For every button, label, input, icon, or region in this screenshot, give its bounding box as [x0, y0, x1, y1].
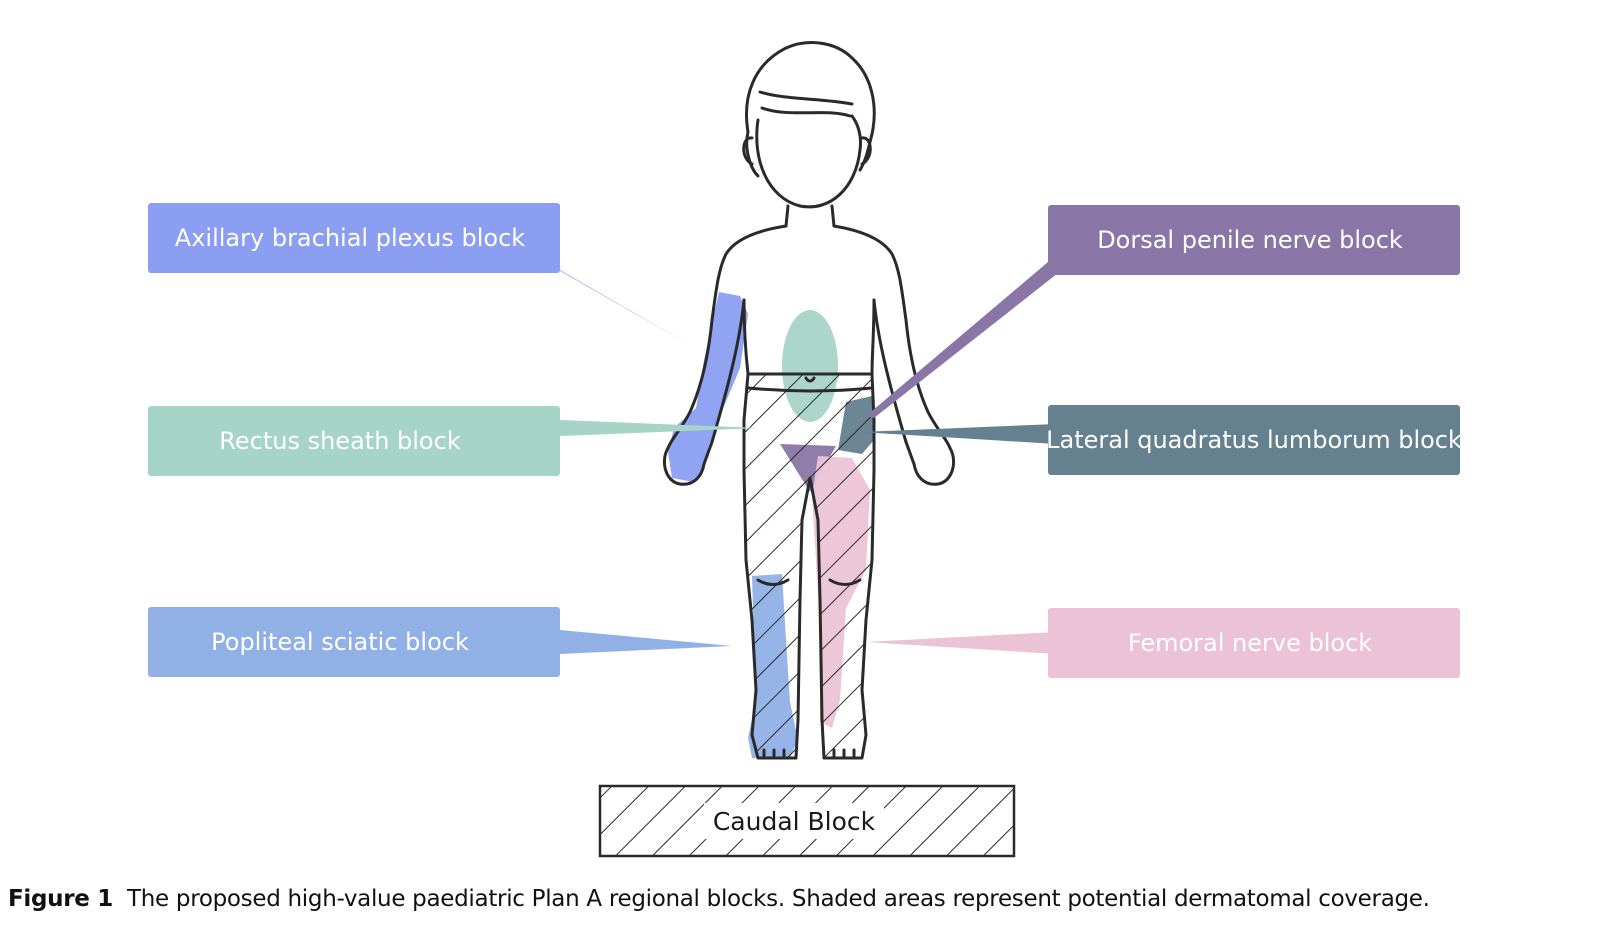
label-quadratus-text: Lateral quadratus lumborum block	[1046, 426, 1462, 454]
dorsal-pointer	[866, 262, 1072, 418]
label-rectus: Rectus sheath block	[148, 406, 560, 476]
figure-caption: Figure 1 The proposed high-value paediatr…	[8, 886, 1603, 912]
femoral-pointer	[866, 632, 1056, 654]
label-femoral: Femoral nerve block	[1048, 608, 1460, 678]
label-dorsal-penile: Dorsal penile nerve block	[1048, 205, 1460, 275]
label-popliteal: Popliteal sciatic block	[148, 607, 560, 677]
figure-label: Figure 1	[8, 886, 113, 912]
label-quadratus: Lateral quadratus lumborum block	[1046, 405, 1462, 475]
label-femoral-text: Femoral nerve block	[1128, 629, 1372, 657]
axillary-coverage	[668, 292, 748, 482]
caudal-coverage-hatch	[744, 374, 874, 758]
pointers	[536, 258, 1072, 654]
popliteal-pointer	[560, 630, 732, 654]
label-axillary-text: Axillary brachial plexus block	[175, 224, 525, 252]
label-popliteal-text: Popliteal sciatic block	[211, 628, 469, 656]
quadratus-pointer	[860, 424, 1056, 444]
caudal-block-box: Caudal Block	[598, 784, 1016, 858]
caudal-block-text: Caudal Block	[713, 807, 876, 836]
figure-caption-text: The proposed high-value paediatric Plan …	[127, 886, 1430, 912]
child-figure-icon	[663, 41, 955, 760]
label-rectus-text: Rectus sheath block	[219, 427, 461, 455]
label-axillary: Axillary brachial plexus block	[148, 203, 560, 273]
rectus-pointer	[560, 420, 760, 436]
label-dorsal-penile-text: Dorsal penile nerve block	[1097, 226, 1403, 254]
